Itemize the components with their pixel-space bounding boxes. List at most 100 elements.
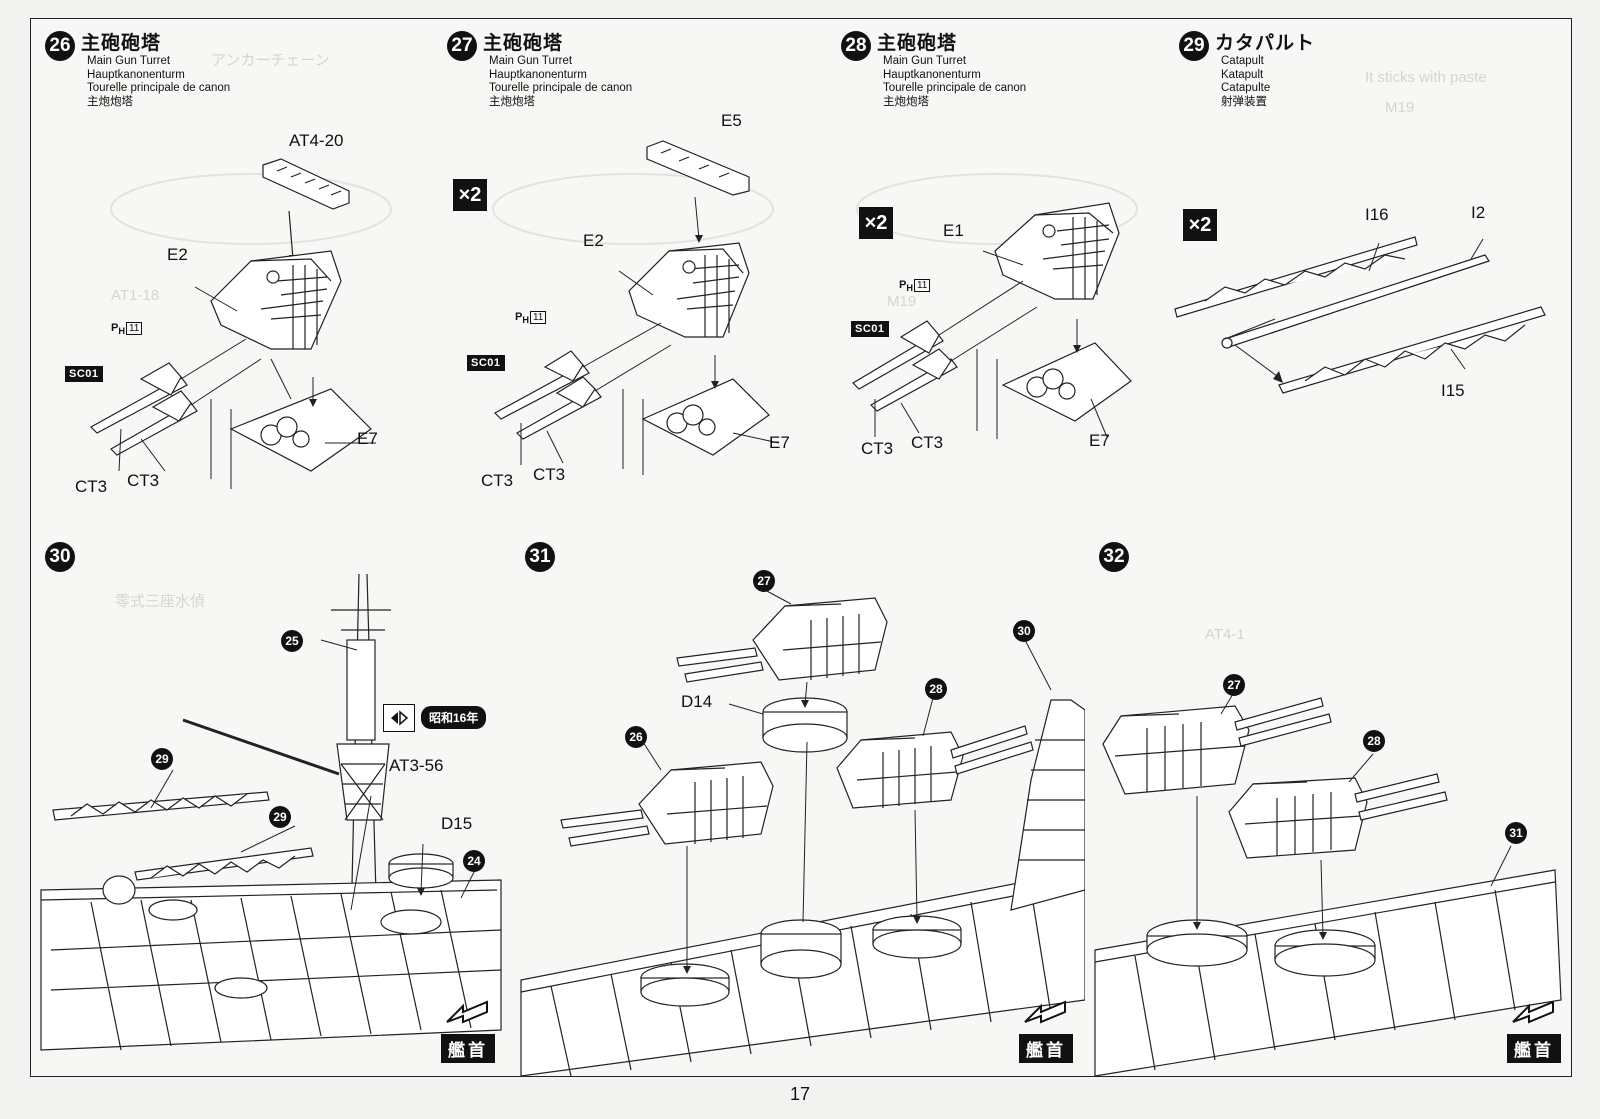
step-number: 29 [1179, 31, 1209, 61]
step-number: 26 [45, 31, 75, 61]
turret-body [210, 250, 342, 350]
step-subtitle: Main Gun Turret Hauptkanonenturm Tourell… [489, 55, 632, 109]
part-label: I16 [1365, 205, 1389, 224]
step-ref-callout: 29 [151, 748, 173, 770]
quantity-badge: ×2 [1183, 209, 1217, 241]
part-label: I2 [1471, 203, 1486, 222]
bow-label: 艦首 [1019, 1034, 1073, 1063]
ph-sub: H [906, 283, 913, 294]
sc-badge: SC01 [65, 366, 103, 382]
step-ref-callout: 27 [1223, 674, 1245, 696]
title-de: Hauptkanonenturm [489, 68, 587, 81]
i16-part [1174, 236, 1418, 318]
quantity-badge: ×2 [453, 179, 487, 211]
step-number: 27 [447, 31, 477, 61]
flip-icon [383, 704, 415, 732]
page-number: 17 [789, 1084, 811, 1104]
ph-sub: H [118, 326, 125, 337]
title-en: Main Gun Turret [883, 55, 967, 67]
title-zh: 主炮炮塔 [87, 95, 133, 108]
e5-part [646, 140, 750, 196]
part-label: E5 [721, 111, 742, 130]
i15-part [1278, 306, 1546, 394]
step-29-header: 29 カタパルト [1179, 31, 1315, 61]
step-30-header: 30 [45, 542, 75, 572]
ph-value: 11 [529, 311, 547, 324]
part-label: E7 [769, 433, 790, 452]
step-27-diagram [492, 140, 780, 475]
turret-body [994, 202, 1120, 300]
ph-value: 11 [125, 322, 143, 335]
step-ref-callout: 26 [625, 726, 647, 748]
title-fr: Tourelle principale de canon [87, 82, 231, 94]
step-27-panel: M19 [433, 19, 828, 531]
at4-20-part [262, 158, 350, 210]
step-32-diagram [1094, 693, 1562, 1076]
instruction-sheet: アンカーチェーン AT1-18 [30, 18, 1572, 1077]
step-title: カタパルト [1215, 33, 1316, 54]
part-label: CT3 [911, 433, 944, 452]
part-label: E7 [357, 429, 378, 448]
part-label: E7 [1089, 431, 1110, 450]
mast [331, 573, 391, 931]
step-ref-callout: 31 [1505, 822, 1527, 844]
e7-part [229, 388, 372, 472]
step-number: 32 [1099, 542, 1129, 572]
step-31-header: 31 [525, 542, 555, 572]
title-fr: Tourelle principale de canon [489, 82, 633, 94]
sc-badge: SC01 [851, 321, 889, 337]
step-26-panel: アンカーチェーン AT1-18 [31, 19, 434, 531]
step-29-diagram [1174, 236, 1546, 394]
i2-part [1221, 254, 1490, 349]
step-30-diagram [40, 573, 502, 1051]
ship-hull [40, 879, 502, 1051]
step-ref-callout: 29 [269, 806, 291, 828]
step-ref-callout: 28 [925, 678, 947, 700]
title-en: Main Gun Turret [87, 55, 171, 67]
step-ref-callout: 24 [463, 850, 485, 872]
part-label: CT3 [127, 471, 160, 490]
part-label: E2 [167, 245, 188, 264]
title-fr: Tourelle principale de canon [883, 82, 1027, 94]
step-26-header: 26 主砲砲塔 [45, 31, 161, 61]
step-subtitle: Main Gun Turret Hauptkanonenturm Tourell… [87, 55, 230, 109]
part-label: I15 [1441, 381, 1465, 400]
step-28-panel: M19 [827, 19, 1166, 531]
step-29-panel: It sticks with paste M19 29 カタパ [1165, 19, 1571, 531]
step-ref-callout: 27 [753, 570, 775, 592]
step-number: 31 [525, 542, 555, 572]
bow-arrow-icon [1024, 1000, 1066, 1024]
bow-label: 艦首 [441, 1034, 495, 1063]
step-title: 主砲砲塔 [81, 33, 162, 54]
title-zh: 主炮炮塔 [883, 95, 929, 108]
era-tag: 昭和16年 [421, 706, 487, 729]
title-zh: 主炮炮塔 [489, 95, 535, 108]
title-fr: Catapulte [1221, 82, 1271, 94]
title-en: Catapult [1221, 55, 1264, 67]
e7-part [1001, 342, 1132, 422]
part-label: E2 [583, 231, 604, 250]
step-31-diagram [520, 589, 1085, 1076]
title-de: Hauptkanonenturm [87, 68, 185, 81]
step-26-diagram [90, 158, 392, 489]
ph-prefix: P [515, 311, 523, 323]
part-label: D15 [441, 814, 473, 833]
step-28-header: 28 主砲砲塔 [841, 31, 957, 61]
part-label: CT3 [533, 465, 566, 484]
title-zh: 射弹装置 [1221, 95, 1267, 108]
bow-label: 艦首 [1507, 1034, 1561, 1063]
sc-badge: SC01 [467, 355, 505, 371]
quantity-badge: ×2 [859, 207, 893, 239]
step-subtitle: Main Gun Turret Hauptkanonenturm Tourell… [883, 55, 1026, 109]
catapult-part [52, 791, 314, 881]
part-label: CT3 [481, 471, 514, 490]
title-de: Hauptkanonenturm [883, 68, 981, 81]
e7-part [641, 378, 770, 456]
title-de: Katapult [1221, 68, 1264, 81]
part-label: CT3 [861, 439, 894, 458]
title-en: Main Gun Turret [489, 55, 573, 67]
step-28-diagram [852, 173, 1138, 439]
step-number: 28 [841, 31, 871, 61]
